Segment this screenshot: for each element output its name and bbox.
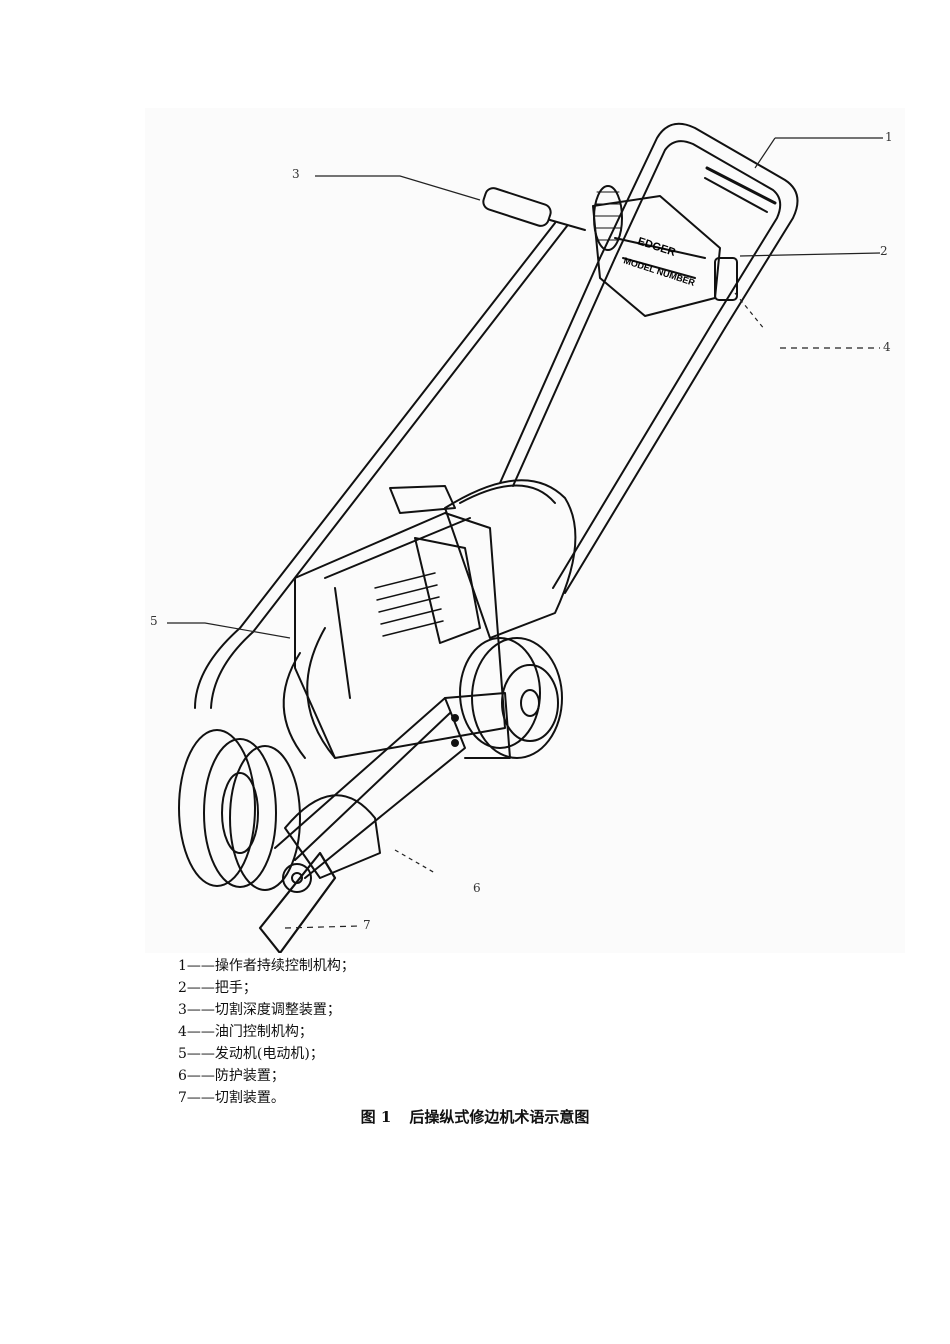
callout-2: 2 [880, 244, 888, 258]
legend-item: 1——操作者持续控制机构； [178, 958, 355, 974]
callout-1: 1 [885, 130, 893, 144]
legend-item: 3——切割深度调整装置； [178, 1002, 341, 1018]
leader-line-3 [315, 175, 481, 201]
legend-item: 7——切割装置。 [178, 1090, 285, 1106]
decal-brand-text: EDGER [636, 235, 677, 259]
figure-caption: 图 1 后操纵式修边机术语示意图 [0, 1106, 950, 1127]
leader-line-1-diag [754, 137, 776, 169]
legend-list: 1——操作者持续控制机构； 2——把手； 3——切割深度调整装置； 4——油门控… [178, 955, 355, 1109]
callout-4: 4 [883, 340, 891, 354]
callout-7: 7 [363, 918, 371, 932]
leader-line-2 [739, 252, 881, 257]
leader-line-6 [394, 849, 436, 874]
edger-drawing: EDGER MODEL NUMBER [167, 122, 883, 953]
callout-3: 3 [292, 167, 300, 181]
legend-item: 5——发动机(电动机)； [178, 1046, 324, 1062]
callout-5: 5 [150, 614, 158, 628]
legend-item: 6——防护装置； [178, 1068, 285, 1084]
figure-number: 图 1 [360, 1108, 392, 1126]
edger-illustration: EDGER MODEL NUMBER 1 2 3 4 5 6 7 [145, 108, 905, 953]
legend-item: 4——油门控制机构； [178, 1024, 313, 1040]
figure-title: 后操纵式修边机术语示意图 [409, 1108, 590, 1126]
decal-model-text: MODEL NUMBER [622, 255, 696, 288]
leader-line-4-diag [734, 292, 766, 331]
callout-6: 6 [473, 881, 481, 895]
leader-line-7 [284, 925, 361, 929]
leader-line-5 [167, 622, 291, 639]
legend-item: 2——把手； [178, 980, 257, 996]
